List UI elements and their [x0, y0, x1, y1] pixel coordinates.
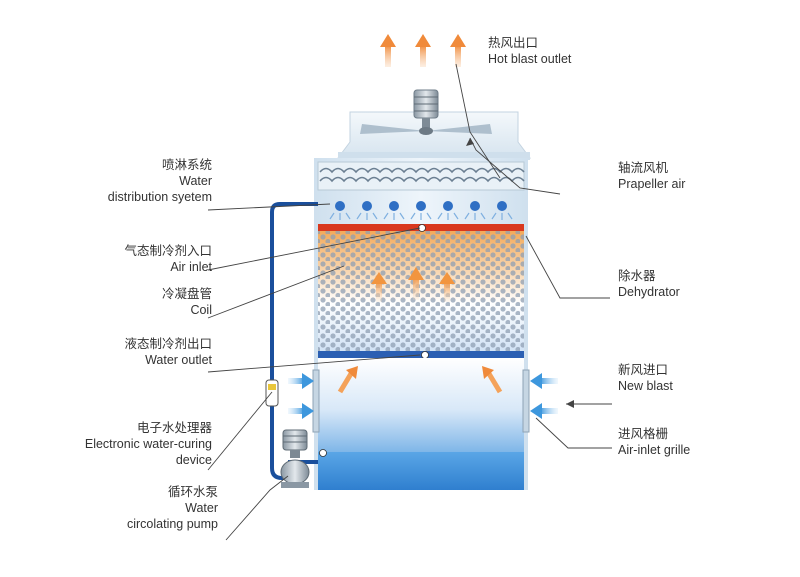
spray-nozzle-icon: [356, 201, 378, 220]
label-air-inlet-grille: 进风格栅 Air-inlet grille: [618, 426, 690, 458]
label-hot-blast-outlet-zh: 热风出口: [488, 35, 539, 50]
spray-nozzle-icon: [491, 201, 513, 220]
label-water-distribution-en1: Water: [179, 174, 212, 188]
heat-arrow-icon: [439, 272, 455, 302]
spray-nozzles: [329, 201, 513, 220]
label-dehydrator-en: Dehydrator: [618, 285, 680, 299]
label-dehydrator: 除水器 Dehydrator: [618, 268, 680, 300]
label-new-blast: 新风进口 New blast: [618, 362, 673, 394]
air-inlet-grille-right: [522, 369, 530, 433]
heat-arrow-icon: [482, 366, 503, 394]
leader-lines: [207, 63, 612, 541]
coil-outlet-header: [318, 351, 524, 358]
hot-air-arrow-icon: [415, 34, 431, 67]
leader-water-outlet: [207, 354, 421, 373]
label-coil-en: Coil: [190, 303, 212, 317]
label-pump-en2: circolating pump: [126, 517, 218, 531]
label-coil: 冷凝盘管 Coil: [162, 286, 212, 318]
heat-arrow-icon: [337, 366, 358, 394]
leader-air-inlet: [207, 227, 421, 271]
air-inlet-grille-left: [312, 369, 320, 433]
pump-icon: [280, 429, 310, 488]
label-water-curing-device: 电子水处理器 Electronic water-curing device: [85, 420, 212, 468]
label-propeller-air-zh: 轴流风机: [618, 160, 669, 175]
leader-arrowheads: [466, 138, 574, 408]
leader-pump: [225, 475, 289, 541]
heat-arrow-icon: [371, 272, 387, 302]
plenum-air-arrows: [337, 366, 503, 394]
air-arrow-icon: [530, 403, 558, 419]
drift-eliminator: [317, 161, 525, 191]
fan-housing: [337, 111, 531, 160]
spray-nozzle-icon: [437, 201, 459, 220]
leader-curing-device: [207, 391, 273, 471]
water-treatment-device-icon: [265, 379, 279, 407]
internal-heat-arrows: [371, 267, 455, 302]
air-arrow-icon: [530, 373, 558, 389]
label-air-inlet-en: Air inlet: [170, 260, 212, 274]
label-water-distribution-zh: 喷淋系统: [161, 157, 212, 172]
label-water-curing-device-en1: Electronic water-curing: [84, 437, 212, 451]
spray-nozzle-icon: [383, 201, 405, 220]
label-air-inlet-zh: 气态制冷剂入口: [124, 243, 212, 258]
label-pump-en1: Water: [185, 501, 218, 515]
heat-arrow-icon: [408, 267, 424, 300]
leader-grille: [535, 417, 612, 449]
air-arrow-icon: [288, 403, 314, 419]
label-propeller-air-en: Prapeller air: [618, 177, 686, 191]
spray-nozzle-icon: [329, 201, 351, 220]
label-water-curing-device-en2: device: [175, 453, 212, 467]
label-water-outlet: 液态制冷剂出口 Water outlet: [124, 336, 212, 368]
label-pump-zh: 循环水泵: [167, 484, 218, 499]
hot-air-arrows: [380, 34, 466, 67]
condensing-coil: [318, 224, 524, 359]
label-air-inlet-grille-zh: 进风格栅: [618, 426, 669, 441]
label-water-outlet-en: Water outlet: [145, 353, 212, 367]
spray-nozzle-icon: [410, 201, 432, 220]
fan-motor-icon: [360, 89, 492, 135]
label-hot-blast-outlet: 热风出口 Hot blast outlet: [488, 35, 571, 67]
label-new-blast-en: New blast: [618, 379, 673, 393]
label-air-inlet: 气态制冷剂入口 Air inlet: [124, 243, 212, 275]
label-propeller-air: 轴流风机 Prapeller air: [618, 160, 685, 192]
hot-air-arrow-icon: [380, 34, 396, 67]
label-water-distribution-en2: distribution syetem: [107, 190, 212, 204]
label-water-distribution: 喷淋系统 Water distribution syetem: [108, 157, 212, 205]
spray-nozzle-icon: [464, 201, 486, 220]
label-coil-zh: 冷凝盘管: [161, 286, 212, 301]
label-water-outlet-zh: 液态制冷剂出口: [124, 336, 212, 351]
label-hot-blast-outlet-en: Hot blast outlet: [488, 52, 572, 66]
water-basin: [318, 452, 524, 490]
air-arrow-icon: [288, 373, 314, 389]
label-pump: 循环水泵 Water circolating pump: [127, 484, 218, 532]
label-water-curing-device-zh: 电子水处理器: [136, 420, 212, 435]
label-dehydrator-zh: 除水器: [618, 268, 656, 283]
label-new-blast-zh: 新风进口: [618, 362, 669, 377]
label-air-inlet-grille-en: Air-inlet grille: [618, 443, 691, 457]
leader-dehydrator: [525, 235, 610, 299]
fresh-air-arrows: [288, 373, 558, 419]
hot-air-arrow-icon: [450, 34, 466, 67]
